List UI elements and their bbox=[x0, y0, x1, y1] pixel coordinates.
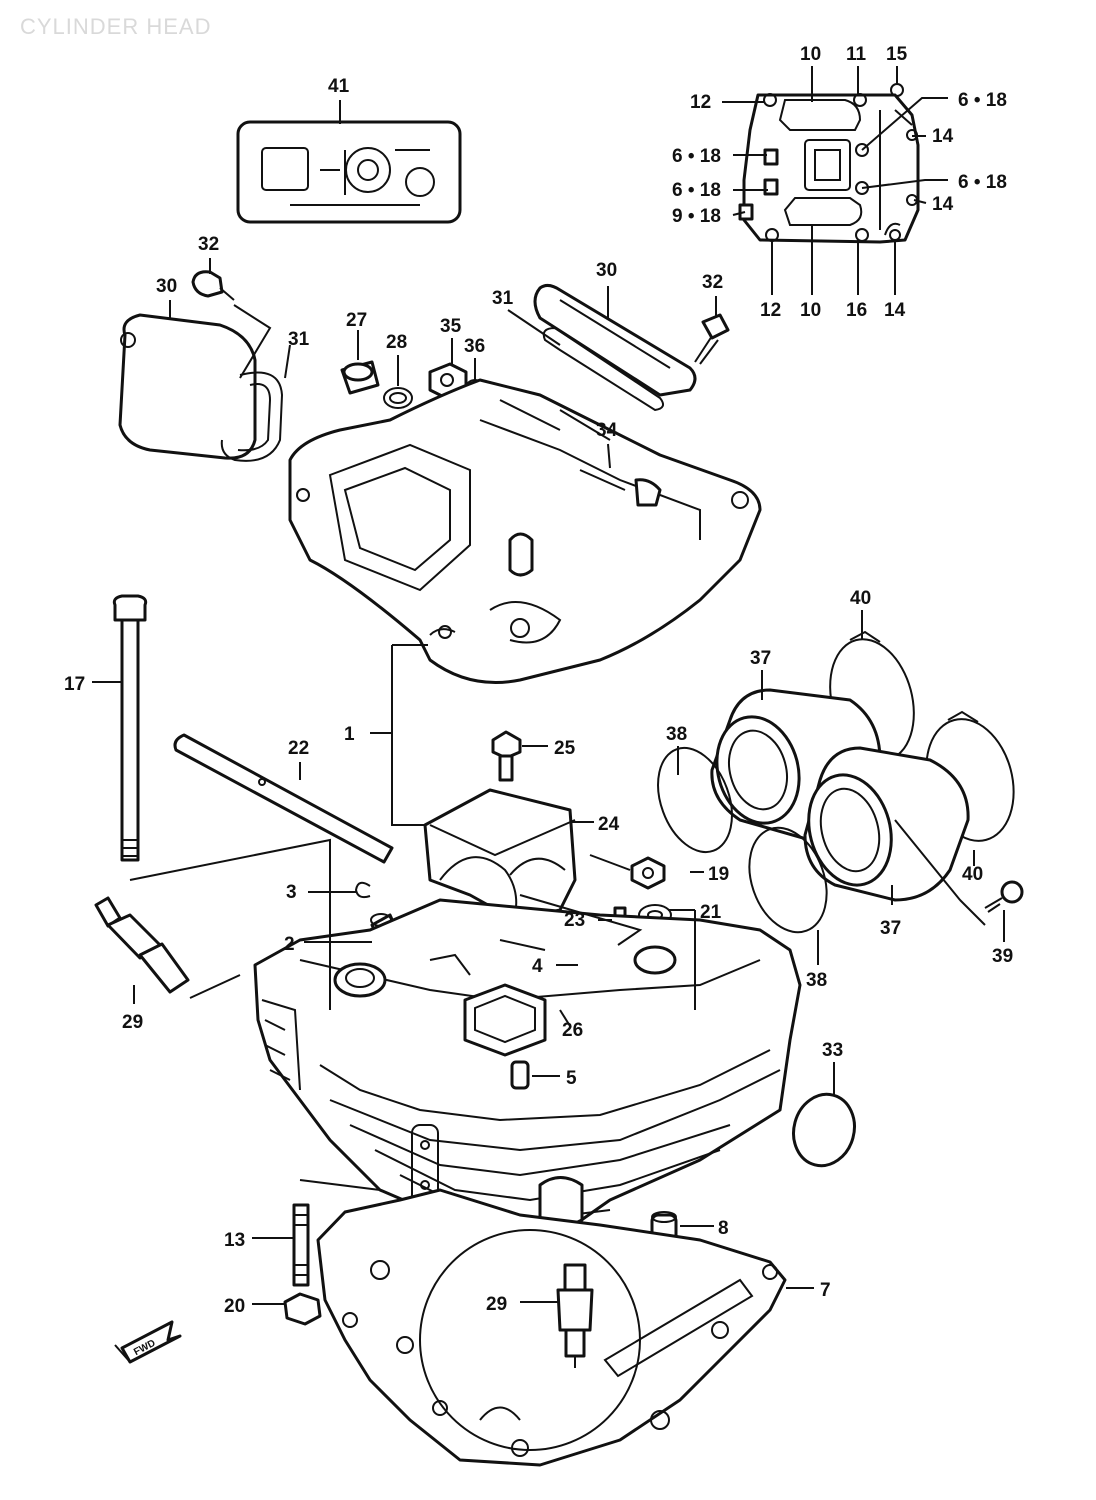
callout-16: 16 bbox=[846, 300, 867, 321]
callout-8: 8 bbox=[718, 1218, 729, 1239]
callout-33: 33 bbox=[822, 1040, 843, 1061]
callout-6-18-c: 6 • 18 bbox=[672, 180, 721, 201]
callout-6-18-b: 6 • 18 bbox=[672, 146, 721, 167]
callout-39: 39 bbox=[992, 946, 1013, 967]
callout-21: 21 bbox=[700, 902, 722, 923]
part-30-right-cover bbox=[533, 283, 697, 397]
part-38-o-ring-upper bbox=[657, 746, 733, 854]
callout-14-a: 14 bbox=[932, 126, 954, 147]
callout-24: 24 bbox=[598, 814, 620, 835]
callout-2: 2 bbox=[284, 934, 295, 955]
callout-31-right: 31 bbox=[492, 288, 514, 309]
part-20-nut bbox=[283, 1292, 322, 1326]
part-31-left-gasket bbox=[220, 371, 284, 462]
leader-lines bbox=[92, 66, 1005, 1305]
callout-28: 28 bbox=[386, 332, 407, 353]
part-27-plug bbox=[340, 360, 380, 395]
callout-37-bottom: 37 bbox=[880, 918, 901, 939]
part-22-shaft bbox=[173, 733, 394, 864]
inset-manifold-plate bbox=[738, 83, 920, 244]
callout-1: 1 bbox=[344, 724, 355, 745]
part-41-gasket-set bbox=[236, 120, 462, 224]
part-32-left-bolt bbox=[191, 270, 235, 301]
callout-7: 7 bbox=[820, 1280, 831, 1301]
callout-35: 35 bbox=[440, 316, 462, 337]
callout-5: 5 bbox=[566, 1068, 577, 1089]
callout-14-b: 14 bbox=[932, 194, 954, 215]
callout-29-left: 29 bbox=[122, 1012, 143, 1033]
callout-6-18-a: 6 • 18 bbox=[958, 90, 1007, 111]
callout-20: 20 bbox=[224, 1296, 245, 1317]
callout-10-bottom: 10 bbox=[800, 300, 821, 321]
part-32-right-bolt bbox=[694, 313, 730, 365]
callout-9-18: 9 • 18 bbox=[672, 206, 721, 227]
part-19-nut bbox=[630, 856, 666, 890]
callout-38-top: 38 bbox=[666, 724, 687, 745]
callout-23: 23 bbox=[564, 910, 585, 931]
callout-40-top: 40 bbox=[850, 588, 871, 609]
callout-32: 32 bbox=[198, 234, 219, 255]
part-17-stud bbox=[112, 594, 148, 862]
part-28-o-ring bbox=[383, 387, 413, 409]
part-7-head-gasket bbox=[316, 1188, 787, 1467]
callout-32-right: 32 bbox=[702, 272, 723, 293]
callout-15: 15 bbox=[886, 44, 908, 65]
callout-37-top: 37 bbox=[750, 648, 771, 669]
callout-30: 30 bbox=[156, 276, 177, 297]
callout-14-c: 14 bbox=[884, 300, 906, 321]
callout-26: 26 bbox=[562, 1020, 583, 1041]
part-29-spark-plug-lower bbox=[556, 1263, 594, 1368]
callout-27: 27 bbox=[346, 310, 367, 331]
callout-3: 3 bbox=[286, 882, 297, 903]
forward-arrow-icon: FWD bbox=[114, 1320, 182, 1364]
part-1-head-cover bbox=[288, 378, 762, 684]
callout-12-top: 12 bbox=[690, 92, 711, 113]
callout-31: 31 bbox=[288, 329, 310, 350]
part-24-cam-holder bbox=[423, 788, 577, 922]
part-31-right-gasket bbox=[542, 326, 665, 412]
callout-6-18-d: 6 • 18 bbox=[958, 172, 1007, 193]
callout-17: 17 bbox=[64, 674, 85, 695]
callout-4: 4 bbox=[532, 956, 543, 977]
callout-36: 36 bbox=[464, 336, 485, 357]
callout-30-right: 30 bbox=[596, 260, 617, 281]
part-37-intake-pipe-lower bbox=[803, 746, 970, 902]
callout-41: 41 bbox=[328, 76, 350, 97]
part-29-spark-plug-left bbox=[94, 896, 190, 994]
part-38-o-ring-lower bbox=[748, 826, 828, 934]
part-30-left-cap bbox=[118, 313, 257, 460]
callout-10-top: 10 bbox=[800, 44, 821, 65]
part-13-stud bbox=[292, 1203, 310, 1287]
diagram-title: CYLINDER HEAD bbox=[20, 14, 212, 39]
callouts: 41 32 30 31 27 28 35 36 31 30 32 34 10 1… bbox=[64, 44, 1013, 1317]
callout-38-bottom: 38 bbox=[806, 970, 827, 991]
callout-13: 13 bbox=[224, 1230, 245, 1251]
callout-12-bottom: 12 bbox=[760, 300, 781, 321]
callout-19: 19 bbox=[708, 864, 729, 885]
callout-25: 25 bbox=[554, 738, 576, 759]
callout-11: 11 bbox=[846, 44, 867, 65]
part-25-bolt bbox=[491, 730, 522, 782]
part-33-plug-cap bbox=[792, 1092, 856, 1168]
cylinder-head-body bbox=[253, 898, 802, 1247]
callout-22: 22 bbox=[288, 738, 309, 759]
callout-34: 34 bbox=[596, 420, 618, 441]
callout-40-bottom: 40 bbox=[962, 864, 983, 885]
callout-29-bottom: 29 bbox=[486, 1294, 507, 1315]
part-39-screw bbox=[984, 880, 1024, 913]
part-3-clip bbox=[354, 881, 371, 899]
